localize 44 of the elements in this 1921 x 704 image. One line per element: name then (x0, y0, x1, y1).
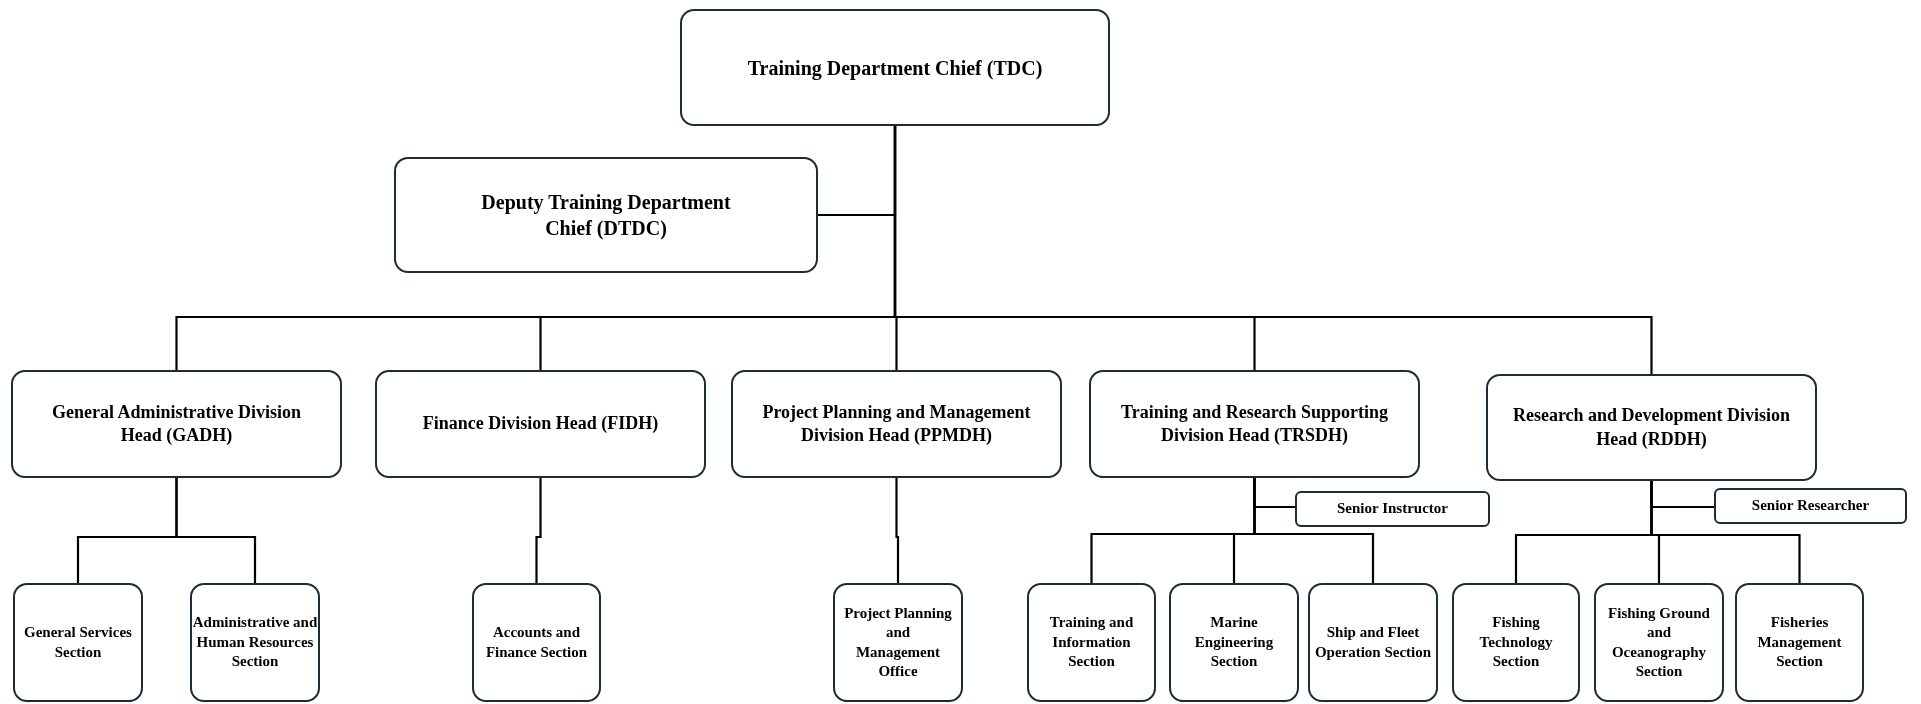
org-box (680, 9, 1110, 126)
box-label: Fishing Ground and Oceanography Section (1607, 603, 1711, 681)
box-label: Project Planning and Management Office (843, 603, 953, 681)
org-box (1027, 583, 1156, 702)
box-label: Accounts and Finance Section (484, 623, 589, 662)
connector-line (535, 478, 542, 583)
connector-line (1253, 478, 1375, 583)
org-box (394, 157, 818, 273)
connector-line (175, 478, 257, 583)
org-box (1308, 583, 1438, 702)
box-label: General Services Section (23, 623, 133, 662)
box-label: Fisheries Management Section (1756, 613, 1843, 672)
org-box (1089, 370, 1420, 478)
box-label: Finance Division Head (FIDH) (422, 412, 659, 436)
org-box (11, 370, 342, 478)
org-box (375, 370, 706, 478)
connector-line (1650, 481, 1801, 583)
box-label: Senior Instructor (1337, 499, 1448, 519)
org-box (190, 583, 320, 702)
box-label: Marine Engineering Section (1193, 613, 1275, 672)
box-label: Research and Development Division Head (RDDH) (1511, 404, 1792, 451)
org-box (1486, 374, 1817, 481)
org-box (13, 583, 143, 702)
org-box (1169, 583, 1299, 702)
box-label: Project Planning and Management Division Head (PPMDH) (761, 400, 1032, 447)
org-box (1735, 583, 1864, 702)
box-label: Ship and Fleet Operation Section (1313, 623, 1433, 662)
org-box (1594, 583, 1724, 702)
box-label: Training and Information Section (1048, 613, 1135, 672)
org-box (731, 370, 1062, 478)
org-box (1452, 583, 1580, 702)
box-label: Training and Research Supporting Division Head (TRSDH) (1120, 400, 1389, 447)
connector-line (893, 126, 1653, 374)
box-label: General Administrative Division Head (GADH) (51, 400, 302, 447)
box-label: Deputy Training Department Chief (DTDC) (480, 190, 732, 241)
box-label: Senior Researcher (1751, 496, 1870, 516)
org-box (1714, 488, 1907, 524)
box-label: Administrative and Human Resources Section (192, 613, 318, 672)
org-box (472, 583, 601, 702)
org-box (833, 583, 963, 702)
box-label: Training Department Chief (TDC) (747, 55, 1043, 81)
box-label: Fishing Technology Section (1478, 613, 1554, 672)
org-box (1295, 491, 1490, 527)
connector-line (895, 478, 900, 583)
